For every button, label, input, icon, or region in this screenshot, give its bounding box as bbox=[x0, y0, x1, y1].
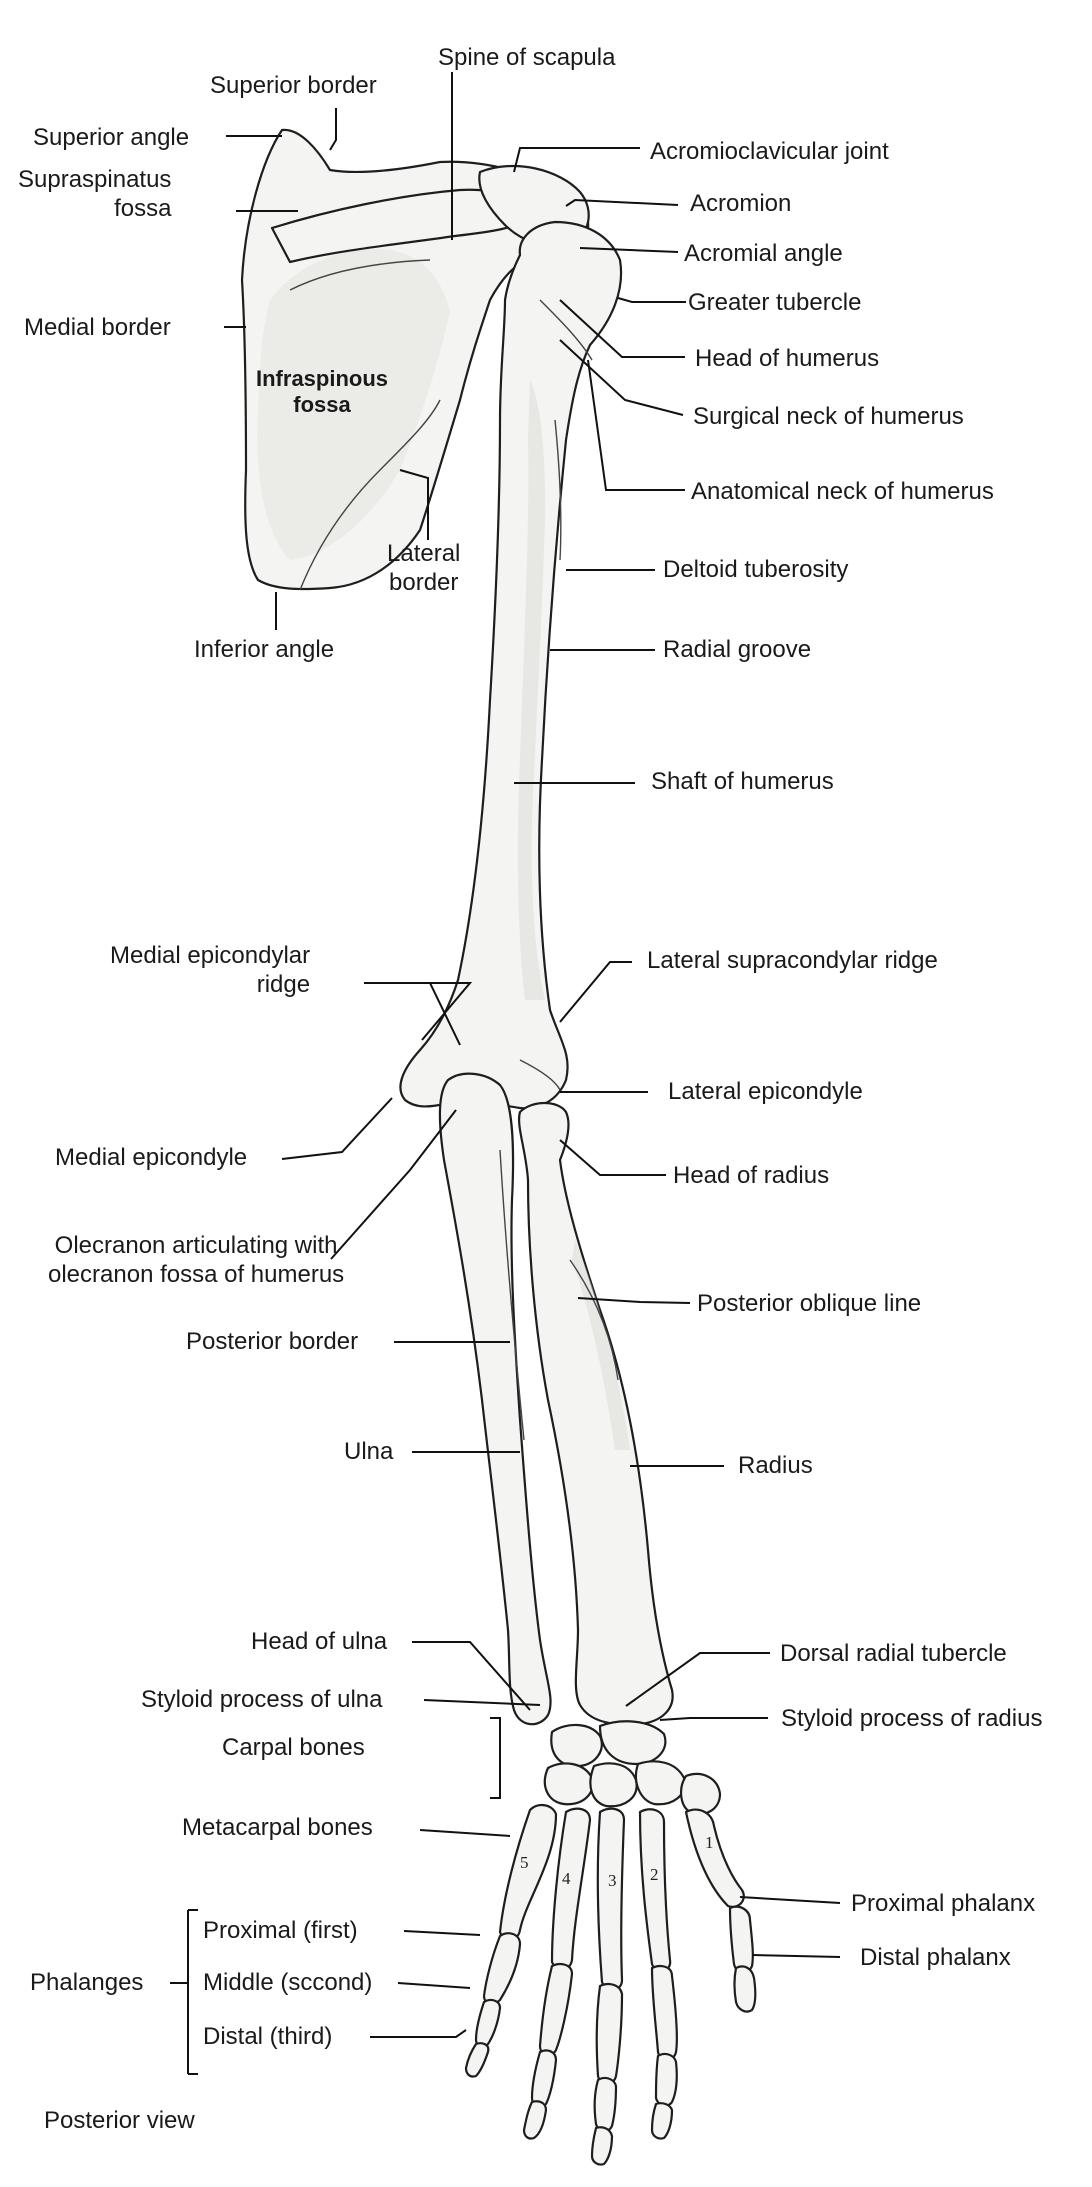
label-dorsal-radial-tubercle: Dorsal radial tubercle bbox=[780, 1640, 1007, 1667]
label-carpal-bones: Carpal bones bbox=[222, 1734, 365, 1761]
carpal-bones bbox=[543, 1720, 722, 1816]
label-medial-border: Medial border bbox=[24, 314, 171, 341]
ulna bbox=[438, 1072, 552, 1726]
label-supraspinatus-fossa: Supraspinatus fossa bbox=[18, 166, 172, 222]
label-proximal-phalanx: Proximal phalanx bbox=[851, 1890, 1036, 1917]
label-proximal-first: Proximal (first) bbox=[203, 1917, 358, 1944]
digit-number-3: 3 bbox=[608, 1871, 617, 1890]
label-medial-epicondyle: Medial epicondyle bbox=[55, 1144, 248, 1171]
label-radius: Radius bbox=[738, 1452, 813, 1479]
radius bbox=[518, 1101, 674, 1726]
label-styloid-process-of-ulna: Styloid process of ulna bbox=[141, 1686, 383, 1713]
label-radial-groove: Radial groove bbox=[663, 636, 812, 663]
label-inferior-angle: Inferior angle bbox=[194, 636, 335, 663]
digit-number-1: 1 bbox=[705, 1833, 714, 1852]
label-posterior-oblique-line: Posterior oblique line bbox=[697, 1290, 922, 1317]
label-distal-third: Distal (third) bbox=[203, 2023, 333, 2050]
label-anatomical-neck-of-humerus: Anatomical neck of humerus bbox=[691, 478, 994, 505]
label-greater-tubercle: Greater tubercle bbox=[688, 289, 862, 316]
label-head-of-humerus: Head of humerus bbox=[695, 345, 880, 372]
label-lateral-epicondyle: Lateral epicondyle bbox=[668, 1078, 863, 1105]
label-ulna: Ulna bbox=[344, 1438, 394, 1465]
label-infraspinous-fossa: Infraspinous fossa bbox=[256, 366, 389, 418]
label-posterior-view: Posterior view bbox=[44, 2107, 195, 2134]
label-deltoid-tuberosity: Deltoid tuberosity bbox=[663, 556, 849, 583]
leader-lines bbox=[170, 72, 841, 2075]
label-head-of-radius: Head of radius bbox=[673, 1162, 830, 1189]
scapula bbox=[240, 128, 590, 591]
label-olecranon: Olecranon articulating with olecranon fo… bbox=[48, 1232, 345, 1288]
label-superior-border: Superior border bbox=[210, 72, 377, 99]
label-shaft-of-humerus: Shaft of humerus bbox=[651, 768, 834, 795]
label-styloid-process-of-radius: Styloid process of radius bbox=[781, 1705, 1043, 1732]
label-distal-phalanx: Distal phalanx bbox=[860, 1944, 1011, 1971]
label-superior-angle: Superior angle bbox=[33, 124, 190, 151]
label-head-of-ulna: Head of ulna bbox=[251, 1628, 388, 1655]
label-acromion: Acromion bbox=[690, 190, 792, 217]
digit-number-5: 5 bbox=[520, 1853, 529, 1872]
label-lateral-supracondylar-ridge: Lateral supracondylar ridge bbox=[647, 947, 938, 974]
label-surgical-neck-of-humerus: Surgical neck of humerus bbox=[693, 403, 964, 430]
label-spine-of-scapula: Spine of scapula bbox=[438, 44, 616, 71]
label-middle-second: Middle (sccond) bbox=[203, 1969, 373, 1996]
hand-bones: 1 2 3 4 5 bbox=[464, 1804, 757, 2166]
label-medial-epicondylar-ridge: Medial epicondylar ridge bbox=[110, 942, 311, 998]
label-metacarpal-bones: Metacarpal bones bbox=[182, 1814, 373, 1841]
digit-number-4: 4 bbox=[562, 1869, 571, 1888]
label-posterior-border: Posterior border bbox=[186, 1328, 359, 1355]
label-acromioclavicular-joint: Acromioclavicular joint bbox=[650, 138, 889, 165]
digit-number-2: 2 bbox=[650, 1865, 659, 1884]
label-phalanges: Phalanges bbox=[30, 1969, 144, 1996]
label-acromial-angle: Acromial angle bbox=[684, 240, 843, 267]
label-lateral-border: Lateral border bbox=[387, 540, 461, 596]
